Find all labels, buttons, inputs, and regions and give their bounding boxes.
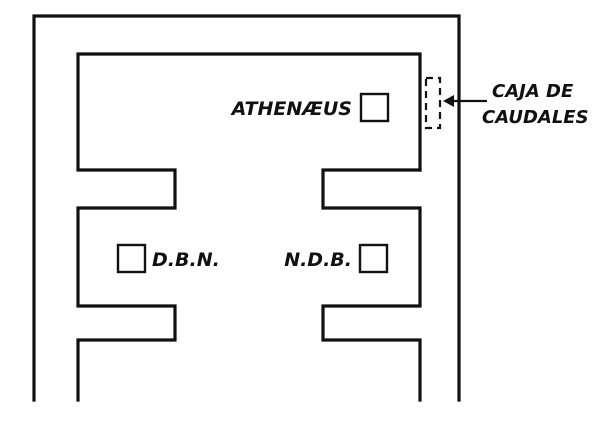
annotation-line-1: CAJA DE xyxy=(492,81,574,102)
annotation-line-2: CAUDALES xyxy=(482,107,589,128)
marker-dbn xyxy=(116,243,147,274)
inner-wall-right xyxy=(321,168,422,402)
marker-athenaeus xyxy=(359,92,390,123)
inner-wall-left xyxy=(76,52,422,402)
outer-wall xyxy=(32,14,461,402)
label-dbn: D.B.N. xyxy=(152,249,220,271)
marker-ndb xyxy=(358,243,389,274)
label-ndb: N.D.B. xyxy=(284,249,352,271)
safe-dashed-outline xyxy=(424,76,442,130)
label-athenaeus: ATHENÆUS xyxy=(230,98,352,120)
arrow-head xyxy=(443,95,454,107)
